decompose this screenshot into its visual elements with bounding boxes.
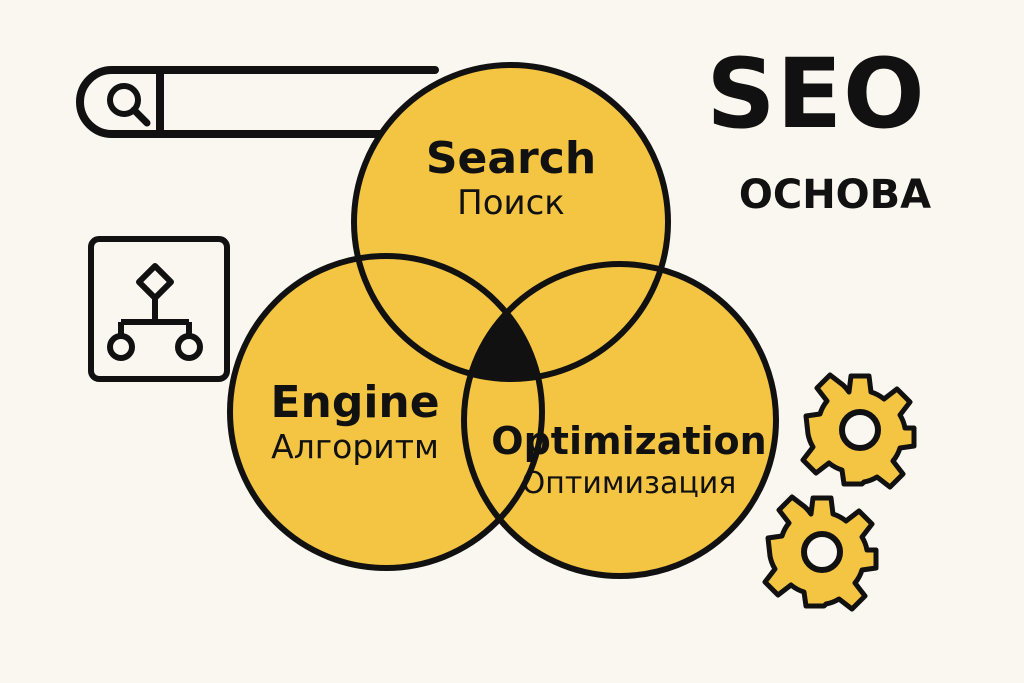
label-optimization-en: Optimization — [491, 419, 767, 463]
label-engine-ru: Алгоритм — [271, 427, 439, 467]
label-search: Search Поиск — [411, 133, 611, 224]
page-title: SEO — [706, 38, 926, 150]
circle-search — [354, 65, 668, 379]
page-subtitle: ОСНОВА — [738, 172, 932, 218]
gear-top-icon — [800, 372, 917, 490]
venn-diagram — [227, 62, 779, 579]
sitemap-icon — [88, 236, 230, 382]
label-search-en: Search — [425, 133, 597, 184]
gear-bottom-icon — [762, 494, 879, 612]
label-engine: Engine Алгоритм — [255, 377, 455, 467]
label-optimization: Optimization Оптимизация — [484, 419, 774, 501]
label-search-ru: Поиск — [457, 183, 565, 224]
magnifier-icon — [107, 83, 151, 127]
gears-icon — [762, 372, 917, 612]
label-engine-en: Engine — [270, 377, 440, 428]
search-bar-icon — [76, 66, 439, 138]
label-optimization-ru: Оптимизация — [521, 465, 737, 501]
